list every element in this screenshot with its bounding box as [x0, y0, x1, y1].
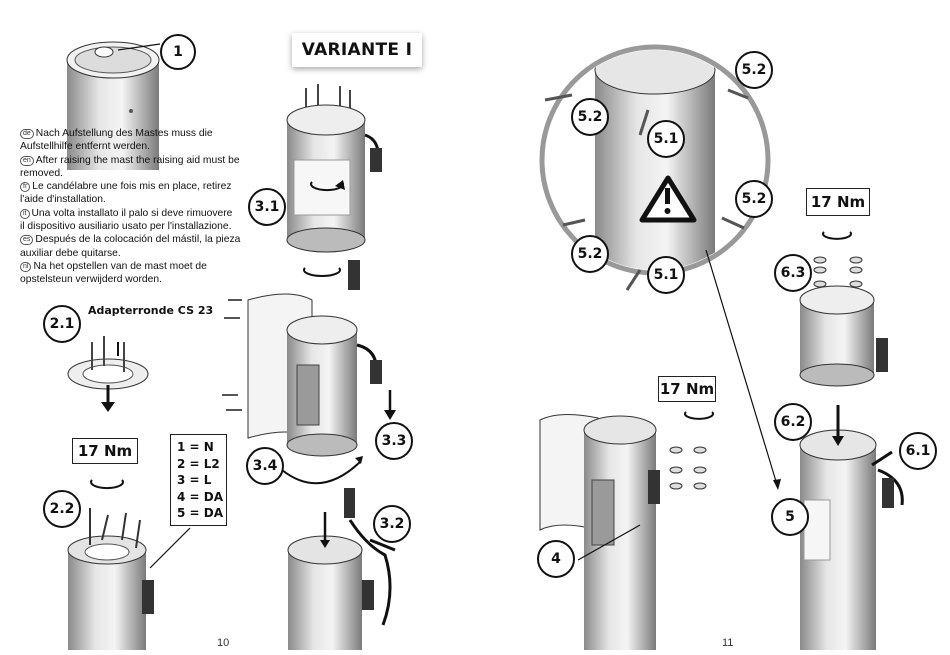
instruction-text: Na het opstellen van de mast moet de	[33, 260, 207, 272]
torque-label-left: 17 Nm	[72, 438, 138, 464]
language-badge: es	[20, 235, 34, 246]
language-badge: nl	[20, 261, 32, 272]
instruction-text: Nach Aufstellung des Mastes muss die	[35, 128, 213, 139]
instruction-text: auxiliar debe quitarse.	[20, 247, 121, 259]
pole-step-6-illustration	[799, 231, 904, 650]
torque-label-center: 17 Nm	[658, 376, 716, 402]
legend-entry: 1 = N	[177, 440, 214, 454]
instruction-text: Después de la colocación del mástil, la …	[35, 234, 241, 246]
instruction-line: removed.	[20, 167, 270, 180]
pole-step-2-2-illustration	[67, 479, 191, 650]
step-2-1-callout: 2.1	[43, 305, 81, 343]
step-4-callout: 4	[537, 540, 575, 578]
step-3-3-callout: 3.3	[375, 422, 413, 460]
instruction-text: l'aide d'installation.	[20, 194, 106, 206]
nuts-set-b	[813, 256, 863, 288]
step-5-2-callout-b: 5.2	[571, 98, 609, 136]
step-5-callout: 5	[771, 498, 809, 536]
wiring-legend: 1 = N 2 = L2 3 = L 4 = DA 5 = DA	[170, 434, 227, 526]
instruction-line: Aufstellhilfe entfernt werden.	[20, 140, 270, 153]
step-6-1-callout: 6.1	[899, 432, 937, 470]
instruction-text: il dispositivo ausiliario usato per l'in…	[20, 221, 232, 233]
legend-entry: 2 = L2	[177, 456, 220, 471]
page-number-right: 11	[722, 637, 734, 649]
instruction-line: auxiliar debe quitarse.	[20, 247, 270, 260]
instruction-text: Una volta installato il palo si deve rim…	[31, 207, 233, 219]
instruction-line: opstelsteun verwijderd worden.	[20, 273, 270, 286]
step-6-2-callout: 6.2	[774, 403, 812, 441]
module-open-illustration	[222, 293, 396, 485]
step-3-1-callout: 3.1	[248, 188, 286, 226]
instruction-text: Le candélabre une fois mis en place, ret…	[32, 181, 232, 193]
pole-step-3-2-illustration	[287, 488, 396, 650]
instruction-line: il dispositivo ausiliario usato per l'in…	[20, 220, 270, 233]
instruction-text: Aufstellhilfe entfernt werden.	[20, 141, 150, 153]
legend-entry: 3 = L	[177, 473, 212, 487]
step-5-2-callout-a: 5.2	[735, 51, 773, 89]
instruction-line: l'aide d'installation.	[20, 193, 270, 206]
page-number-left: 10	[217, 637, 230, 649]
instruction-text: removed.	[20, 167, 63, 179]
instruction-text: opstelsteun verwijderd worden.	[20, 274, 162, 286]
language-badge: fr	[20, 182, 31, 193]
language-badge: it	[20, 208, 30, 219]
pole-top-illustration	[66, 41, 161, 170]
step-2-2-callout: 2.2	[43, 490, 81, 528]
step-5-1-callout-a: 5.1	[647, 120, 685, 158]
adapter-label: Adapterronde CS 23	[88, 304, 214, 317]
instruction-text: After raising the mast the raising aid m…	[35, 154, 240, 166]
step-3-2-callout: 3.2	[373, 505, 411, 543]
language-badge: en	[20, 155, 34, 166]
nuts-set-a	[669, 446, 707, 490]
torque-label-right: 17 Nm	[806, 188, 870, 216]
legend-entry: 5 = DA	[177, 506, 224, 520]
step-5-2-callout-c: 5.2	[735, 180, 773, 218]
step-5-1-callout-b: 5.1	[647, 256, 685, 294]
step-5-2-callout-d: 5.2	[571, 235, 609, 273]
legend-entry: 4 = DA	[177, 489, 224, 504]
module-3-1-illustration	[286, 84, 382, 290]
step-3-4-callout: 3.4	[246, 447, 284, 485]
language-badge: de	[20, 129, 34, 139]
step-6-3-callout: 6.3	[774, 254, 812, 292]
pole-step-4-illustration	[539, 411, 714, 650]
step-1-callout: 1	[160, 34, 196, 70]
variant-title: VARIANTE I	[292, 33, 422, 67]
adapter-ring-illustration	[67, 336, 149, 412]
